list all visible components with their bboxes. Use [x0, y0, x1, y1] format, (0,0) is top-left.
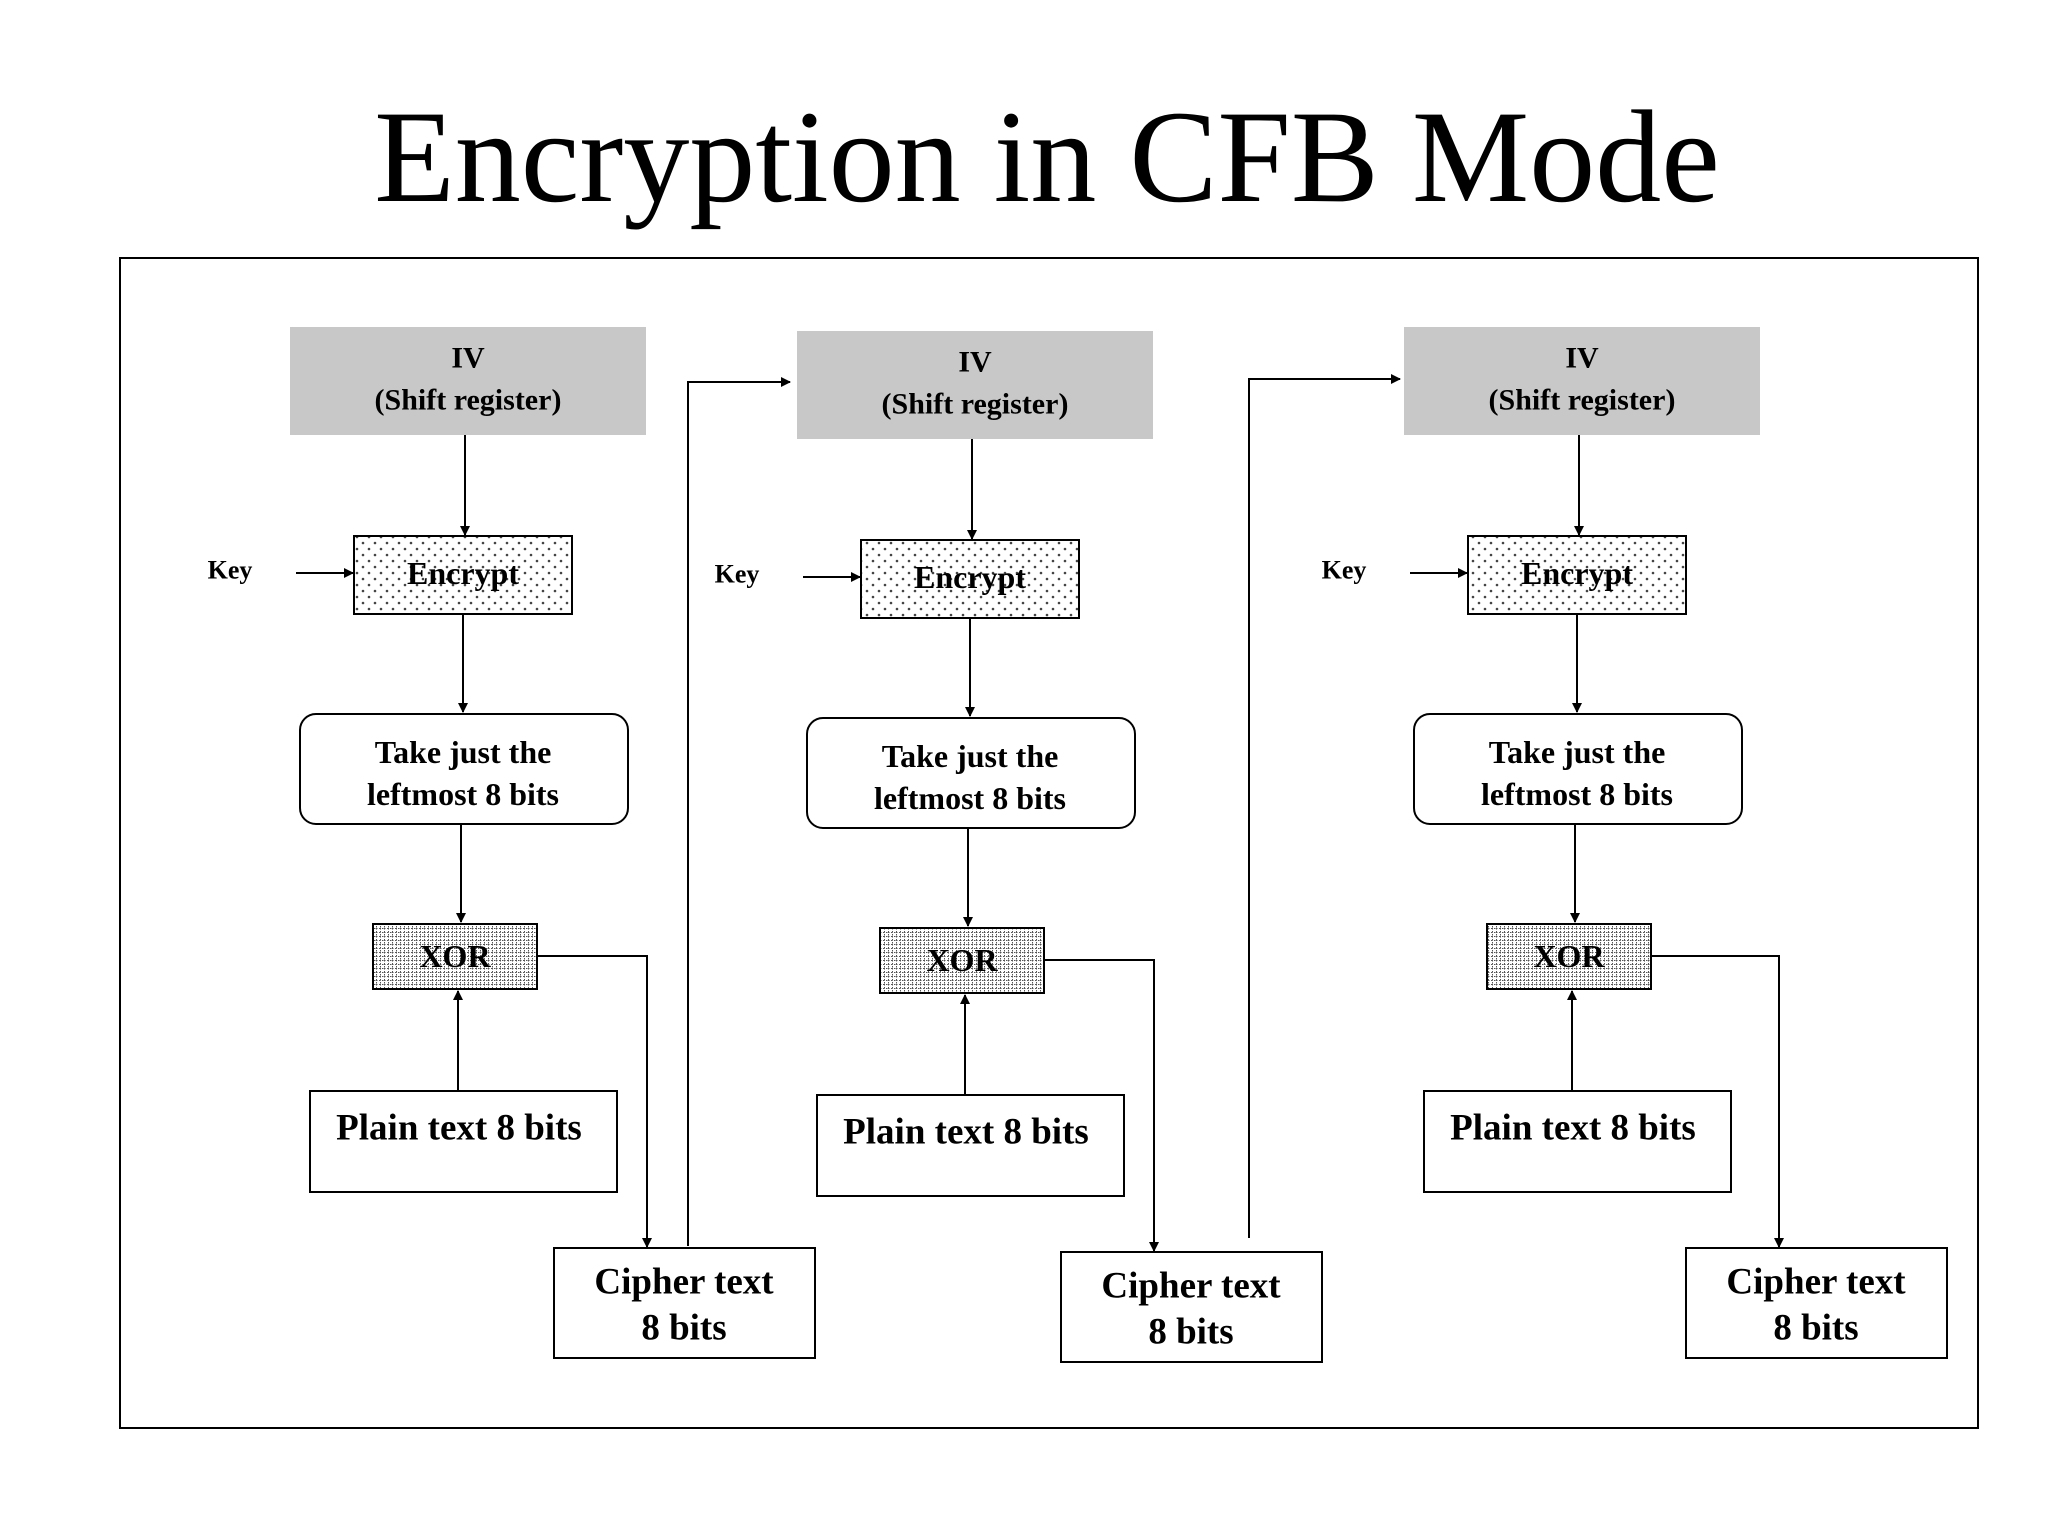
encrypt-box	[1467, 535, 1687, 615]
select-bits-label-line2: leftmost 8 bits	[874, 780, 1066, 816]
select-bits-label-line2: leftmost 8 bits	[367, 776, 559, 812]
iv-shift-register-box	[290, 327, 646, 435]
plaintext-label: Plain text 8 bits	[336, 1108, 582, 1149]
xor-to-ciphertext-arrow	[537, 955, 652, 1248]
iv-shift-register-box	[1404, 327, 1760, 435]
xor-label: XOR	[1533, 938, 1605, 974]
ciphertext-label-line1: Cipher text	[1726, 1262, 1906, 1303]
encrypt-label: Encrypt	[407, 555, 519, 591]
feedback-arrow-2	[1248, 374, 1401, 1238]
ciphertext-label-line1: Cipher text	[1101, 1266, 1281, 1307]
shift-register-label: (Shift register)	[375, 384, 562, 417]
slide-title: Encryption in CFB Mode	[374, 83, 1720, 230]
select-bits-label-line1: Take just the	[1489, 734, 1666, 770]
key-label: Key	[1322, 556, 1367, 585]
select-leftmost-bits-box	[1413, 713, 1743, 825]
xor-box	[1486, 923, 1652, 990]
ciphertext-box	[1060, 1251, 1323, 1363]
select-leftmost-bits-box	[299, 713, 629, 825]
plaintext-label: Plain text 8 bits	[843, 1112, 1089, 1153]
xor-to-ciphertext-arrow	[1044, 959, 1159, 1252]
plaintext-box	[1423, 1090, 1732, 1193]
feedback-arrow-1	[687, 377, 791, 1246]
encrypt-label: Encrypt	[914, 559, 1026, 595]
key-label: Key	[715, 560, 760, 589]
xor-label: XOR	[926, 942, 998, 978]
key-label: Key	[208, 556, 253, 585]
iv-label: IV	[958, 346, 992, 379]
iv-shift-register-box	[797, 331, 1153, 439]
ciphertext-box	[1685, 1247, 1948, 1359]
xor-label: XOR	[419, 938, 491, 974]
diagram-frame	[119, 257, 1979, 1429]
ciphertext-label-line2: 8 bits	[1773, 1308, 1858, 1349]
ciphertext-label-line1: Cipher text	[594, 1262, 774, 1303]
encrypt-label: Encrypt	[1521, 555, 1633, 591]
encrypt-box	[860, 539, 1080, 619]
plaintext-box	[816, 1094, 1125, 1197]
ciphertext-label-line2: 8 bits	[641, 1308, 726, 1349]
iv-label: IV	[1565, 342, 1599, 375]
xor-to-ciphertext-arrow	[1651, 955, 1784, 1248]
iv-label: IV	[451, 342, 485, 375]
xor-box	[879, 927, 1045, 994]
plaintext-label: Plain text 8 bits	[1450, 1108, 1696, 1149]
select-bits-label-line2: leftmost 8 bits	[1481, 776, 1673, 812]
plaintext-box	[309, 1090, 618, 1193]
xor-box	[372, 923, 538, 990]
ciphertext-box	[553, 1247, 816, 1359]
shift-register-label: (Shift register)	[1489, 384, 1676, 417]
select-bits-label-line1: Take just the	[375, 734, 552, 770]
select-bits-label-line1: Take just the	[882, 738, 1059, 774]
select-leftmost-bits-box	[806, 717, 1136, 829]
shift-register-label: (Shift register)	[882, 388, 1069, 421]
ciphertext-label-line2: 8 bits	[1148, 1312, 1233, 1353]
